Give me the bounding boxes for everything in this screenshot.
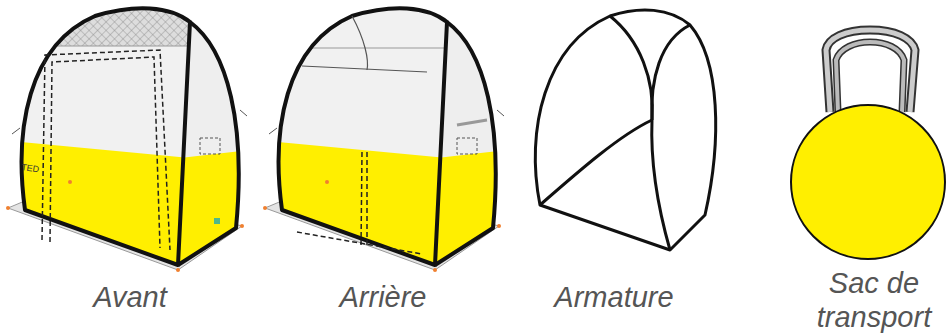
- tent-back: [257, 0, 507, 280]
- tent-front: [0, 0, 250, 280]
- carry-bag: [791, 30, 945, 259]
- view-caption: Sac de transport: [804, 266, 944, 334]
- view-caption: Avant: [93, 280, 167, 314]
- view-caption: Arrière: [339, 280, 426, 314]
- view-caption: Armature: [554, 280, 673, 314]
- frame: [535, 10, 715, 250]
